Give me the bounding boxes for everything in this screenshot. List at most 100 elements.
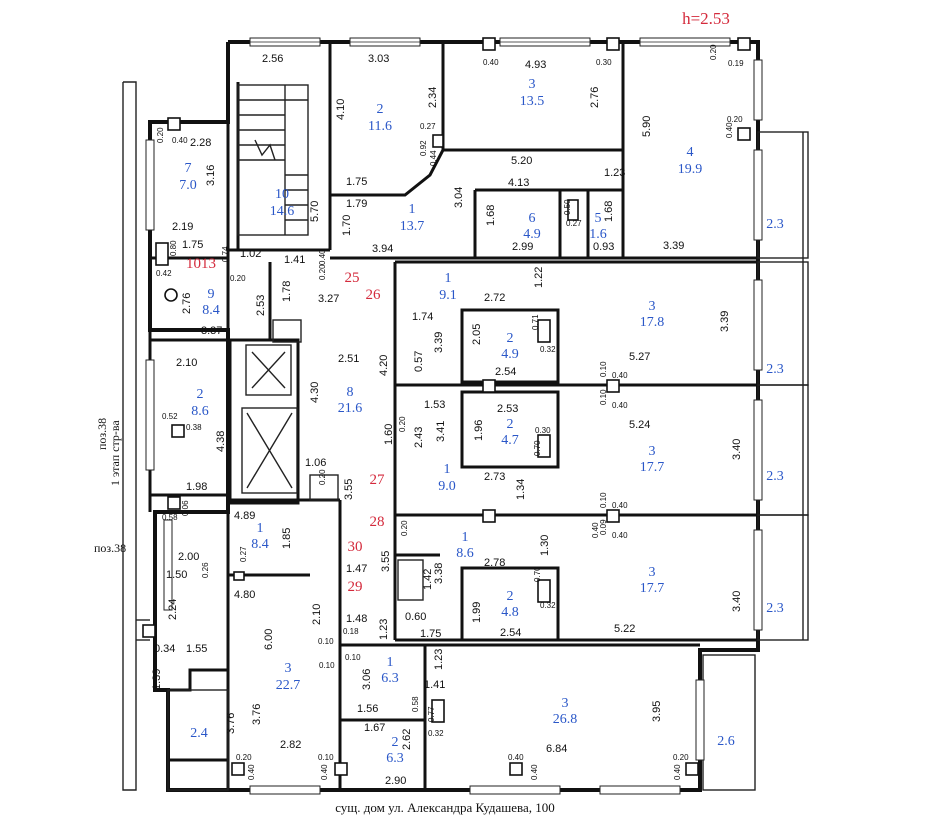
dimension: 1.79 bbox=[346, 198, 367, 210]
room-number: 10 bbox=[275, 187, 289, 202]
small-dimension: 0.50 bbox=[563, 199, 572, 215]
dimension: 4.10 bbox=[335, 99, 347, 120]
dimension: 3.76 bbox=[225, 713, 237, 734]
unit-marker: 25 bbox=[345, 270, 360, 286]
small-dimension: 0.20 bbox=[318, 264, 327, 280]
dimension: 1.75 bbox=[420, 628, 441, 640]
caption: сущ. дом ул. Александра Кудашева, 100 bbox=[335, 800, 555, 815]
room-area: 4.9 bbox=[501, 347, 519, 362]
unit-marker: 28 bbox=[370, 514, 385, 530]
dimension: 3.38 bbox=[433, 563, 445, 584]
dimension: 2.43 bbox=[413, 427, 425, 448]
dimension: 1.78 bbox=[281, 281, 293, 302]
dimension: 5.27 bbox=[629, 351, 650, 363]
dimension: 1.23 bbox=[433, 649, 445, 670]
dimension: 2.54 bbox=[500, 627, 521, 639]
unit-marker: 1013 bbox=[186, 256, 216, 272]
dimension: 1.75 bbox=[182, 239, 203, 251]
room-area: 7.0 bbox=[179, 178, 197, 193]
balcony-labels: 2.3 2.3 2.3 2.3 2.4 2.6 bbox=[190, 217, 784, 749]
small-dimension: 0.92 bbox=[419, 140, 428, 156]
room-number: 3 bbox=[562, 696, 569, 711]
dimension: 2.56 bbox=[262, 53, 283, 65]
balcony-area: 2.3 bbox=[766, 217, 784, 232]
dimension: 1.39 bbox=[151, 669, 163, 690]
small-dimension: 0.40 bbox=[508, 753, 524, 762]
dimension: 3.40 bbox=[731, 439, 743, 460]
dimension: 1.34 bbox=[515, 479, 527, 500]
dimension: 5.22 bbox=[614, 623, 635, 635]
room-number: 1 bbox=[444, 462, 451, 477]
dimension: 2.05 bbox=[471, 324, 483, 345]
small-dimension: 0.30 bbox=[596, 58, 612, 67]
dimension: 2.34 bbox=[427, 87, 439, 108]
room-number: 1 bbox=[387, 655, 394, 670]
dimension: 2.78 bbox=[484, 557, 505, 569]
dimension: 1.75 bbox=[346, 176, 367, 188]
dimension: 3.03 bbox=[368, 53, 389, 65]
small-dimension: 0.40 bbox=[247, 764, 256, 780]
dimension: 1.22 bbox=[533, 267, 545, 288]
dimension: 1.68 bbox=[603, 201, 615, 222]
side-label-stage: 1 этап стр-ва bbox=[108, 420, 122, 486]
dimension: 1.02 bbox=[240, 248, 261, 260]
small-dimension: 0.27 bbox=[566, 219, 582, 228]
room-number: 4 bbox=[687, 145, 694, 160]
dimension: 4.20 bbox=[378, 355, 390, 376]
small-dimension: 0.40 bbox=[318, 249, 327, 265]
small-dimension: 0.40 bbox=[320, 764, 329, 780]
room-number: 3 bbox=[649, 299, 656, 314]
room-number: 3 bbox=[285, 661, 292, 676]
dimension: 3.41 bbox=[435, 421, 447, 442]
room-labels: 7 7.0 10 14.6 2 11.6 3 13.5 4 19.9 1 13.… bbox=[179, 77, 702, 766]
dimension: 2.53 bbox=[497, 403, 518, 415]
room-area: 4.9 bbox=[523, 227, 541, 242]
dimension: 1.23 bbox=[604, 167, 625, 179]
small-dimension: 0.20 bbox=[398, 416, 407, 432]
room-area: 8.4 bbox=[251, 537, 269, 552]
small-dimension: 0.40 bbox=[612, 371, 628, 380]
elevator-shafts bbox=[228, 319, 424, 601]
dimension: 1.53 bbox=[424, 399, 445, 411]
dimension: 4.30 bbox=[309, 382, 321, 403]
dimension: 2.82 bbox=[280, 739, 301, 751]
room-number: 1 bbox=[409, 202, 416, 217]
dimension: 1.74 bbox=[412, 311, 433, 323]
dimension: 3.16 bbox=[205, 165, 217, 186]
small-dimension: 0.20 bbox=[230, 274, 246, 283]
dimension: 2.24 bbox=[167, 599, 179, 620]
dimension: 1.23 bbox=[378, 619, 390, 640]
dimension: 2.62 bbox=[401, 729, 413, 750]
side-label-pos-outer: поз.38 bbox=[94, 541, 126, 555]
dimension: 5.24 bbox=[629, 419, 650, 431]
interior-walls bbox=[150, 42, 758, 790]
room-number: 2 bbox=[507, 589, 514, 604]
windows bbox=[145, 37, 763, 795]
room-area: 19.9 bbox=[678, 162, 703, 177]
small-dimension: 0.10 bbox=[319, 661, 335, 670]
unit-marker: 27 bbox=[370, 472, 386, 488]
small-dimension: 0.44 bbox=[429, 150, 438, 166]
dimension: 1.42 bbox=[422, 569, 434, 590]
small-dimension: 0.10 bbox=[599, 492, 608, 508]
room-area: 1.6 bbox=[589, 227, 607, 242]
dimension: 1.96 bbox=[473, 420, 485, 441]
dimension: 3.55 bbox=[380, 551, 392, 572]
dimension: 4.13 bbox=[508, 177, 529, 189]
dimension: 2.53 bbox=[255, 295, 267, 316]
small-dimension: 0.80 bbox=[169, 240, 178, 256]
room-number: 2 bbox=[197, 387, 204, 402]
dimension: 1.60 bbox=[383, 424, 395, 445]
room-area: 9.1 bbox=[439, 288, 457, 303]
dimension: 1.98 bbox=[186, 481, 207, 493]
room-area: 11.6 bbox=[368, 119, 392, 134]
dimension: 1.47 bbox=[346, 563, 367, 575]
dimension: 4.80 bbox=[234, 589, 255, 601]
dimension: 1.70 bbox=[341, 215, 353, 236]
small-dimension: 0.38 bbox=[186, 423, 202, 432]
small-dimension: 0.40 bbox=[725, 122, 734, 138]
small-dimension: 0.27 bbox=[420, 122, 436, 131]
room-area: 8.6 bbox=[191, 404, 209, 419]
room-number: 3 bbox=[649, 444, 656, 459]
room-area: 8.4 bbox=[202, 303, 220, 318]
